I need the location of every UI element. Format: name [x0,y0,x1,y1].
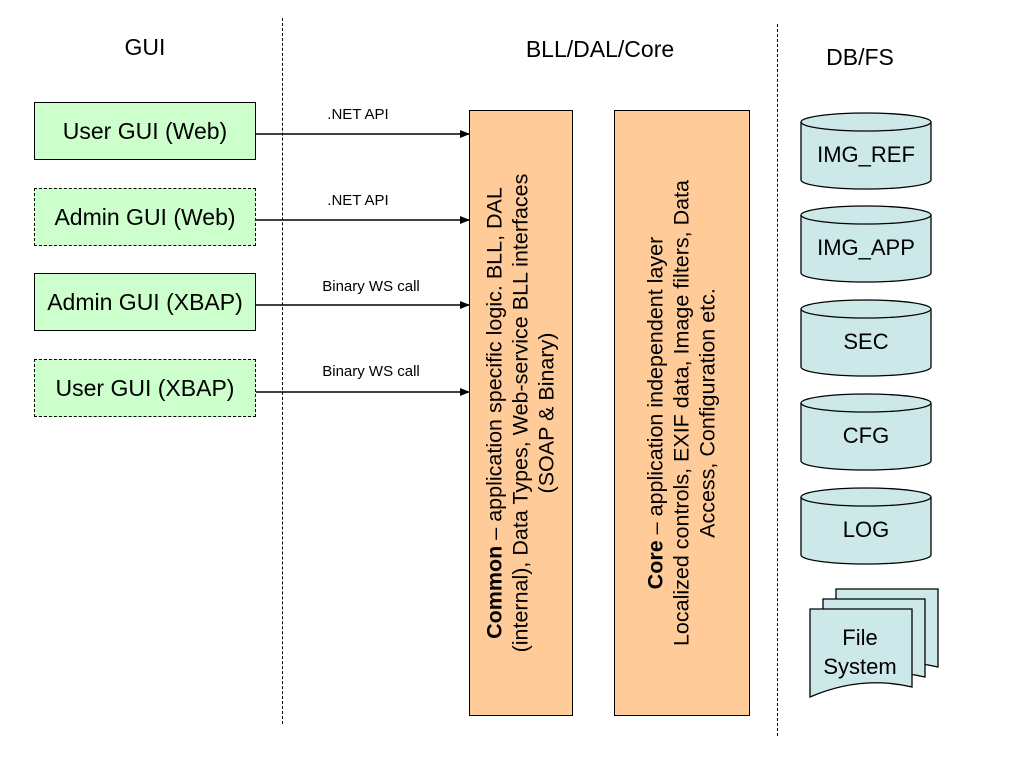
db-cylinder-sec [800,299,932,377]
connection-label: .NET API [327,192,389,209]
db-cylinder-log [800,487,932,565]
common-layer-desc: (internal), Data Types, Web-service BLL … [508,173,533,653]
db-cylinder-img-app [800,205,932,283]
db-label: CFG [842,423,890,448]
file-system-label: File System [812,624,908,681]
file-system-line2: System [823,653,897,679]
core-layer-box: Core – application independent layer Loc… [614,110,750,716]
bll-column-title: BLL/DAL/Core [525,36,675,62]
core-layer-desc: – application independent layer [643,236,668,541]
gui-box-label: User GUI (XBAP) [55,374,235,401]
core-layer-name: Core [643,540,668,590]
gui-column-title: GUI [124,34,166,60]
db-label: LOG [842,517,890,542]
common-layer-name: Common [482,545,507,639]
core-layer-desc: Access, Configuration etc. [694,288,719,538]
common-layer-box: Common – application specific logic. BLL… [469,110,573,716]
gui-box-label: Admin GUI (XBAP) [47,288,243,315]
common-layer-desc: (SOAP & Binary) [533,332,558,494]
common-layer-text: Common – application specific logic. BLL… [482,118,559,708]
db-column-title: DB/FS [826,44,894,70]
file-system-icon [809,588,939,698]
gui-box-user-xbap: User GUI (XBAP) [34,359,256,417]
common-layer-desc: – application specific logic. BLL, DAL [482,187,507,546]
db-label: IMG_APP [817,235,915,260]
connection-label: .NET API [327,106,389,123]
connection-label: Binary WS call [322,363,420,380]
gui-box-label: Admin GUI (Web) [54,203,236,230]
core-layer-desc: Localized controls, EXIF data, Image fil… [669,179,694,647]
divider-bll-db [777,24,778,736]
divider-gui-bll [282,18,283,724]
db-cylinder-cfg [800,393,932,471]
core-layer-text: Core – application independent layer Loc… [643,118,720,708]
gui-box-admin-xbap: Admin GUI (XBAP) [34,273,256,331]
db-cylinder-img-ref [800,112,932,190]
gui-box-admin-web: Admin GUI (Web) [34,188,256,246]
gui-box-label: User GUI (Web) [62,117,228,144]
db-label: SEC [843,329,889,354]
connection-label: Binary WS call [322,278,420,295]
file-system-line1: File [842,625,878,650]
gui-box-user-web: User GUI (Web) [34,102,256,160]
db-label: IMG_REF [817,142,915,167]
